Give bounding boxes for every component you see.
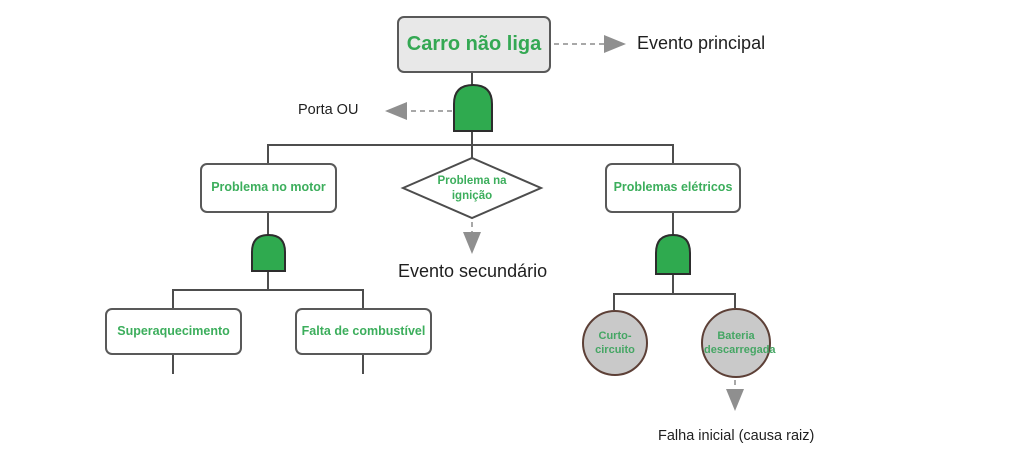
node-problema-no-motor-label: Problema no motor: [211, 180, 326, 195]
node-falta-de-combustivel-label: Falta de combustível: [301, 323, 426, 338]
annotation-falha-inicial: Falha inicial (causa raiz): [658, 428, 815, 444]
top-event-box: Carro não liga: [397, 16, 551, 73]
annotation-porta-ou: Porta OU: [298, 102, 359, 118]
ignition-diamond: [400, 156, 544, 220]
annotation-evento-secundario: Evento secundário: [398, 261, 548, 281]
node-problemas-eletricos-label: Problemas elétricos: [613, 180, 733, 195]
or-gate-eletricos: [655, 233, 691, 275]
node-curto-circuito-label: Curto-circuito: [595, 329, 635, 356]
annotation-evento-principal: Evento principal: [637, 33, 766, 53]
node-bateria-descarregada: Bateria descarregada: [701, 308, 776, 378]
connector-eletricos-subtree: [613, 213, 736, 310]
node-superaquecimento: Superaquecimento: [105, 308, 242, 355]
connector-motor-subtree: [172, 213, 364, 374]
or-gate-motor: [251, 233, 286, 272]
node-problema-na-ignicao-label: Problema na ignição: [437, 175, 507, 202]
node-superaquecimento-label: Superaquecimento: [117, 323, 230, 338]
node-falta-de-combustivel: Falta de combustível: [295, 308, 432, 355]
node-curto-circuito: Curto-circuito: [582, 310, 648, 376]
node-problemas-eletricos: Problemas elétricos: [605, 163, 741, 213]
top-event-label: Carro não liga: [406, 33, 542, 55]
node-problema-no-motor: Problema no motor: [200, 163, 337, 213]
connector-gate-to-level2: [267, 131, 674, 163]
node-bateria-descarregada-label: Bateria descarregada: [704, 329, 776, 356]
or-gate-top: [453, 83, 493, 132]
